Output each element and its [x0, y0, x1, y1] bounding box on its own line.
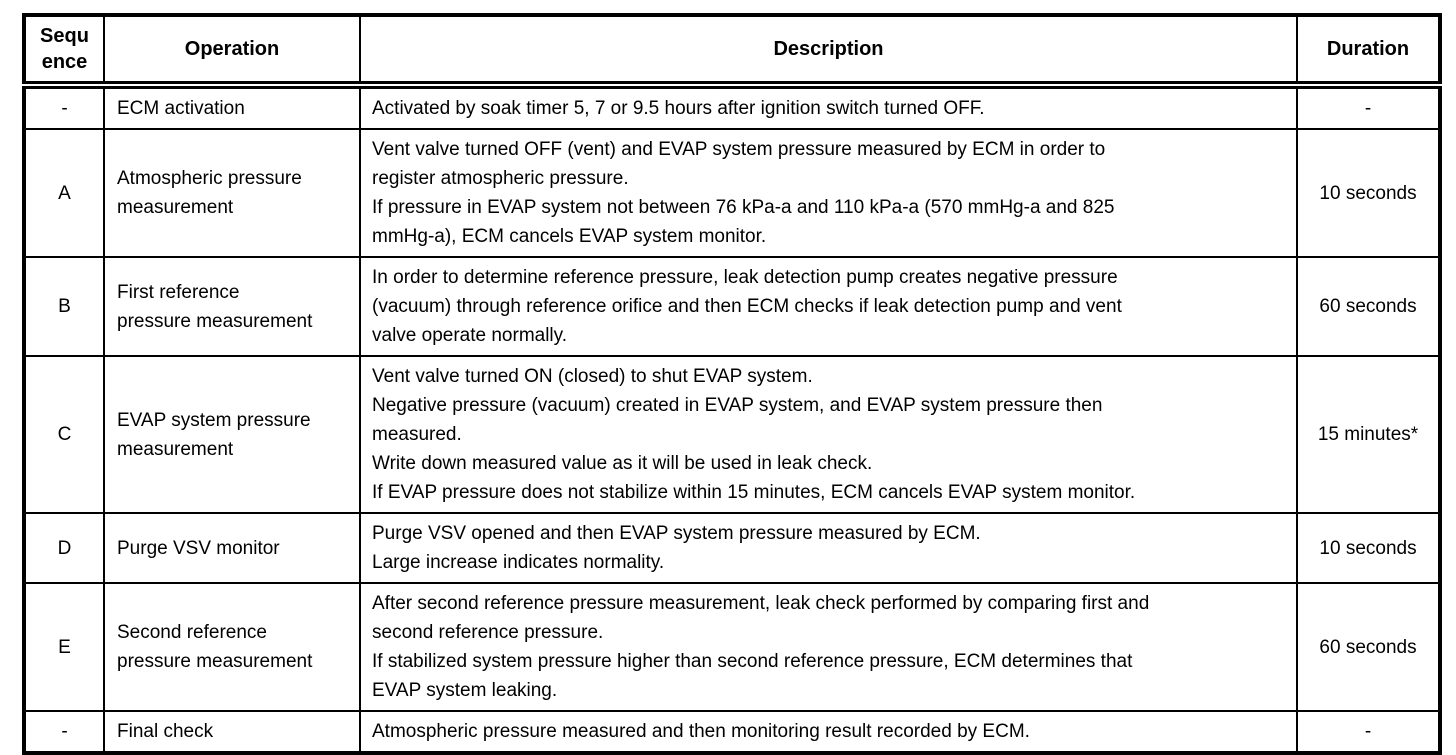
- operation-cell: EVAP system pressure measurement: [103, 355, 361, 514]
- description-cell: Vent valve turned ON (closed) to shut EV…: [359, 355, 1298, 514]
- sequence-cell: C: [23, 355, 105, 514]
- operation-cell: Final check: [103, 710, 361, 754]
- operation-cell: ECM activation: [103, 84, 361, 130]
- column-header-operation: Operation: [103, 14, 361, 89]
- column-header-sequence: Sequ ence: [23, 14, 105, 89]
- duration-cell: -: [1296, 710, 1441, 754]
- sequence-cell: E: [23, 582, 105, 712]
- duration-cell: 15 minutes*: [1296, 355, 1441, 514]
- description-cell: Atmospheric pressure measured and then m…: [359, 710, 1298, 754]
- sequence-cell: B: [23, 256, 105, 357]
- duration-cell: 10 seconds: [1296, 512, 1441, 584]
- description-cell: Vent valve turned OFF (vent) and EVAP sy…: [359, 128, 1298, 258]
- duration-cell: 60 seconds: [1296, 256, 1441, 357]
- duration-cell: -: [1296, 84, 1441, 130]
- sequence-cell: D: [23, 512, 105, 584]
- description-cell: Purge VSV opened and then EVAP system pr…: [359, 512, 1298, 584]
- column-header-description: Description: [359, 14, 1298, 89]
- operation-cell: First reference pressure measurement: [103, 256, 361, 357]
- column-header-duration: Duration: [1296, 14, 1441, 89]
- sequence-cell: A: [23, 128, 105, 258]
- description-cell: Activated by soak timer 5, 7 or 9.5 hour…: [359, 84, 1298, 130]
- description-cell: In order to determine reference pressure…: [359, 256, 1298, 357]
- operation-cell: Second reference pressure measurement: [103, 582, 361, 712]
- description-cell: After second reference pressure measurem…: [359, 582, 1298, 712]
- duration-cell: 60 seconds: [1296, 582, 1441, 712]
- operation-cell: Atmospheric pressure measurement: [103, 128, 361, 258]
- operation-cell: Purge VSV monitor: [103, 512, 361, 584]
- duration-cell: 10 seconds: [1296, 128, 1441, 258]
- sequence-cell: -: [23, 84, 105, 130]
- sequence-cell: -: [23, 710, 105, 754]
